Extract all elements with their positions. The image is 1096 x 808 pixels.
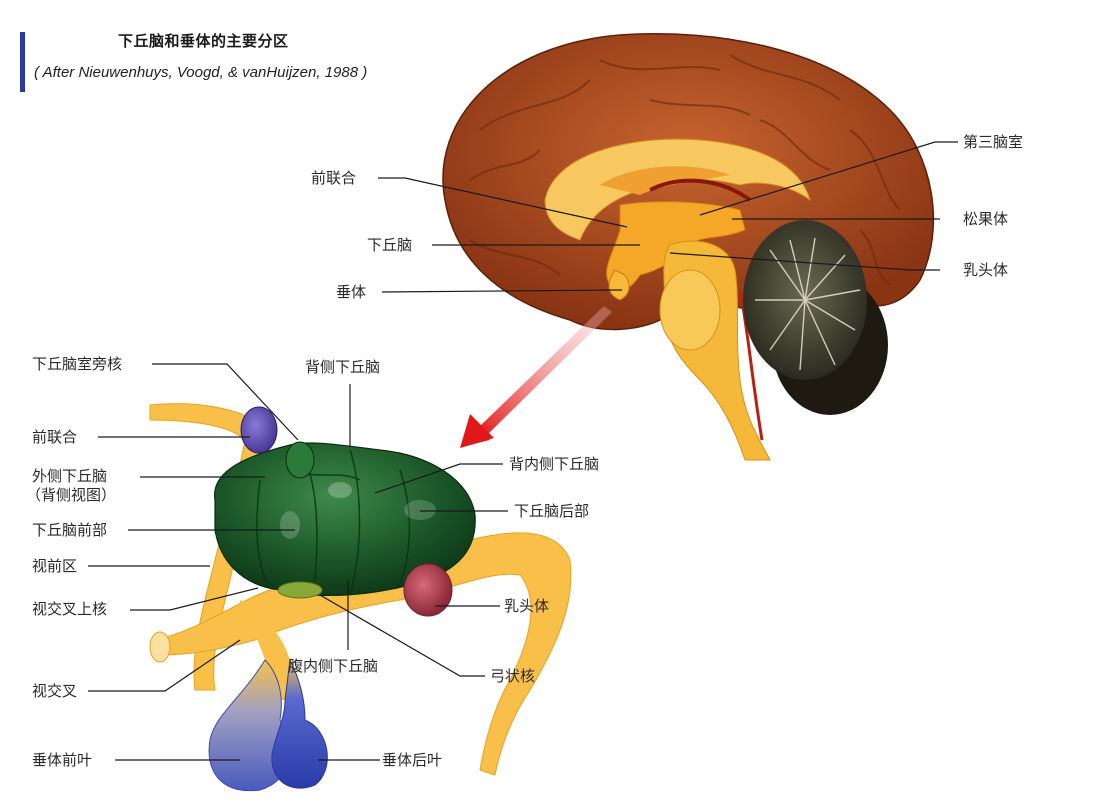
hypothalamus-detail-illustration bbox=[88, 363, 572, 792]
label-dorsomedial-hypothalamus: 背内侧下丘脑 bbox=[509, 455, 600, 473]
label-ventromedial-hypothalamus: 腹内侧下丘脑 bbox=[288, 657, 379, 675]
label-optic-chiasm: 视交叉 bbox=[32, 682, 78, 700]
label-preoptic-area: 视前区 bbox=[32, 557, 78, 575]
label-lateral-hypothalamus: 外侧下丘脑 bbox=[32, 467, 108, 485]
figure-citation: ( After Nieuwenhuys, Voogd, & vanHuijzen… bbox=[34, 64, 368, 81]
label-mammillary-body-brain: 乳头体 bbox=[963, 261, 1009, 279]
label-anterior-commissure-detail: 前联合 bbox=[32, 428, 78, 446]
label-pineal-body: 松果体 bbox=[963, 210, 1009, 228]
label-suprachiasmatic-nucleus: 视交叉上核 bbox=[32, 600, 108, 618]
label-mammillary-body-detail: 乳头体 bbox=[504, 597, 550, 615]
label-pituitary-brain: 垂体 bbox=[336, 283, 367, 301]
brain-sagittal-illustration bbox=[378, 33, 958, 461]
label-arcuate-nucleus: 弓状核 bbox=[490, 667, 536, 685]
label-third-ventricle: 第三脑室 bbox=[963, 133, 1024, 151]
label-anterior-commissure-brain: 前联合 bbox=[311, 169, 357, 187]
label-hypothalamus-brain: 下丘脑 bbox=[367, 236, 413, 254]
label-lateral-hypothalamus-note: （背侧视图） bbox=[26, 486, 117, 504]
label-dorsal-hypothalamus: 背侧下丘脑 bbox=[305, 358, 381, 376]
title-accent-bar bbox=[20, 32, 25, 92]
figure-title: 下丘脑和垂体的主要分区 bbox=[118, 32, 289, 50]
label-posterior-hypothalamus: 下丘脑后部 bbox=[514, 502, 590, 520]
label-anterior-hypothalamus: 下丘脑前部 bbox=[32, 521, 108, 539]
label-anterior-pituitary: 垂体前叶 bbox=[32, 751, 93, 769]
label-paraventricular-nucleus: 下丘脑室旁核 bbox=[32, 355, 123, 373]
label-posterior-pituitary: 垂体后叶 bbox=[382, 751, 443, 769]
